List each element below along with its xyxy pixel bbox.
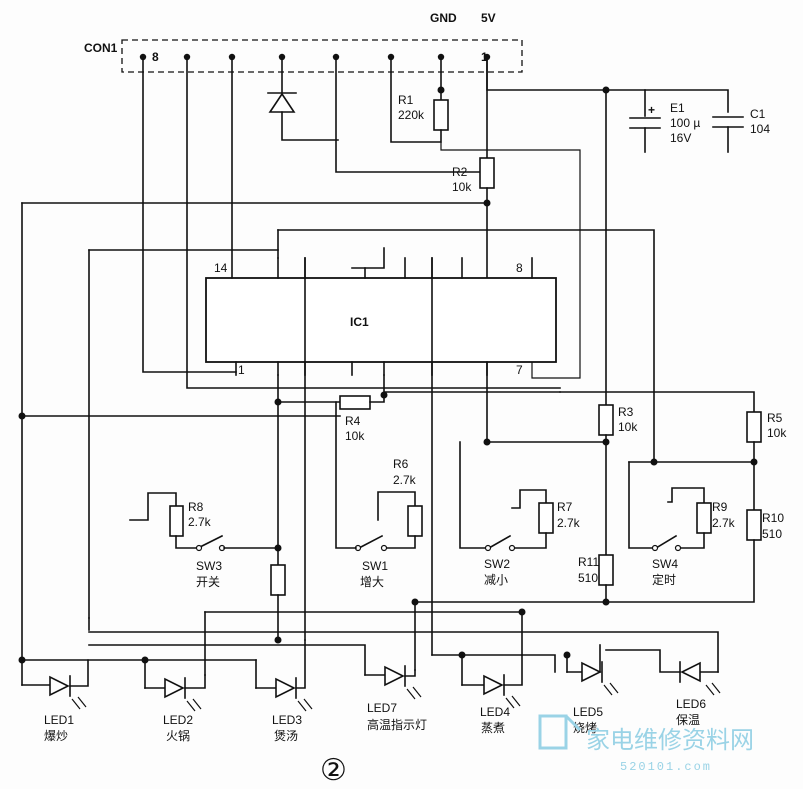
- sw1-label: 增大: [360, 575, 384, 589]
- r9-ref: R9: [712, 500, 728, 514]
- led3-ref: LED3: [272, 713, 302, 727]
- sw2-ref: SW2: [484, 557, 510, 571]
- r3-value: 10k: [618, 420, 638, 434]
- r1-value: 220k: [398, 108, 425, 122]
- r7-ref: R7: [557, 500, 573, 514]
- led2-label: 火锅: [166, 728, 190, 743]
- gnd-label: GND: [430, 11, 457, 25]
- r5-ref: R5: [767, 411, 783, 425]
- sw4-ref: SW4: [652, 557, 678, 571]
- diode-symbol: [267, 56, 339, 141]
- resistor-r3: R3 10k: [483, 404, 638, 556]
- led7: LED7 高温指示灯: [364, 665, 427, 732]
- ic1-pin7: 7: [516, 363, 523, 377]
- led4-label: 蒸煮: [481, 721, 505, 735]
- con1-label: CON1: [84, 41, 118, 55]
- led7-ref: LED7: [367, 701, 397, 715]
- watermark: 家电维修资料网 520101.com: [538, 714, 754, 774]
- r4-value: 10k: [345, 429, 365, 443]
- ic1-pin8: 8: [516, 261, 523, 275]
- r4-ref: R4: [345, 414, 361, 428]
- e1-ref: E1: [670, 101, 685, 115]
- led6-label: 保温: [676, 713, 700, 727]
- led7-label: 高温指示灯: [367, 717, 427, 732]
- c1-value: 104: [750, 122, 770, 136]
- ic-wiring: [21, 56, 655, 661]
- svg-text:+: +: [648, 103, 655, 117]
- switch-sw4: R9 2.7k SW4 定时: [628, 461, 736, 587]
- led3: LED3 煲汤: [255, 639, 313, 743]
- e1-capacitance: 100 µ: [670, 116, 700, 130]
- r2-ref: R2: [452, 165, 468, 179]
- led4: LED4 蒸煮: [461, 654, 523, 735]
- figure-number: ②: [320, 753, 347, 788]
- e1-voltage: 16V: [670, 131, 691, 145]
- r10-ref: R10: [762, 511, 784, 525]
- r9-value: 2.7k: [712, 516, 736, 530]
- r8-value: 2.7k: [188, 515, 212, 529]
- resistor-r4: R4 10k: [18, 394, 385, 443]
- sw4-label: 定时: [652, 572, 676, 587]
- r11-value: 510: [578, 571, 598, 585]
- led5: LED5 烧烤: [566, 661, 619, 735]
- switch-sw1: R6 2.7k SW1 增大: [335, 401, 423, 589]
- watermark-text: 家电维修资料网: [586, 726, 754, 754]
- led2-ref: LED2: [163, 713, 193, 727]
- ic1-label: IC1: [350, 315, 369, 329]
- r5-value: 10k: [767, 426, 787, 440]
- connector-con1: CON1 8 1 GND 5V: [84, 11, 523, 73]
- c1-ref: C1: [750, 107, 766, 121]
- led3-label: 煲汤: [274, 728, 298, 743]
- ic1-pin1: 1: [238, 363, 245, 377]
- led2: LED2 火锅: [144, 674, 206, 743]
- resistor-r11: R11 510: [578, 554, 614, 606]
- resistor-unlabeled: [270, 547, 286, 641]
- switch-sw2: R7 2.7k SW2 减小: [459, 441, 581, 587]
- sw2-label: 减小: [484, 573, 508, 587]
- led6-ref: LED6: [676, 697, 706, 711]
- led1-ref: LED1: [44, 713, 74, 727]
- r11-ref: R11: [578, 555, 599, 569]
- led-bus: [18, 598, 719, 689]
- r2-value: 10k: [452, 180, 472, 194]
- ic1-pin14: 14: [214, 261, 228, 275]
- led5-ref: LED5: [573, 705, 603, 719]
- sw3-label: 开关: [196, 575, 220, 589]
- con1-pin8-label: 8: [152, 50, 159, 64]
- sw3-ref: SW3: [196, 559, 222, 573]
- ic1-chip: IC1 14 8 1 7: [205, 56, 557, 377]
- led1-label: 爆炒: [44, 729, 68, 743]
- resistor-r10: R10 510: [414, 509, 784, 603]
- led1: LED1 爆炒: [21, 659, 89, 743]
- r6-value: 2.7k: [393, 473, 417, 487]
- led4-ref: LED4: [480, 705, 510, 719]
- r10-value: 510: [762, 527, 782, 541]
- sw1-ref: SW1: [362, 559, 388, 573]
- resistor-r5: R5 10k: [559, 391, 787, 511]
- watermark-url: 520101.com: [620, 760, 712, 774]
- r1-ref: R1: [398, 93, 414, 107]
- led5-label: 烧烤: [573, 720, 597, 735]
- switch-sw3: R8 2.7k SW3 开关: [129, 492, 282, 589]
- r8-ref: R8: [188, 500, 204, 514]
- r6-ref: R6: [393, 457, 409, 471]
- led6: LED6 保温: [605, 649, 721, 727]
- vcc-label: 5V: [481, 11, 496, 25]
- r7-value: 2.7k: [557, 516, 581, 530]
- r3-ref: R3: [618, 405, 634, 419]
- resistor-r1: R1 220k: [390, 56, 581, 379]
